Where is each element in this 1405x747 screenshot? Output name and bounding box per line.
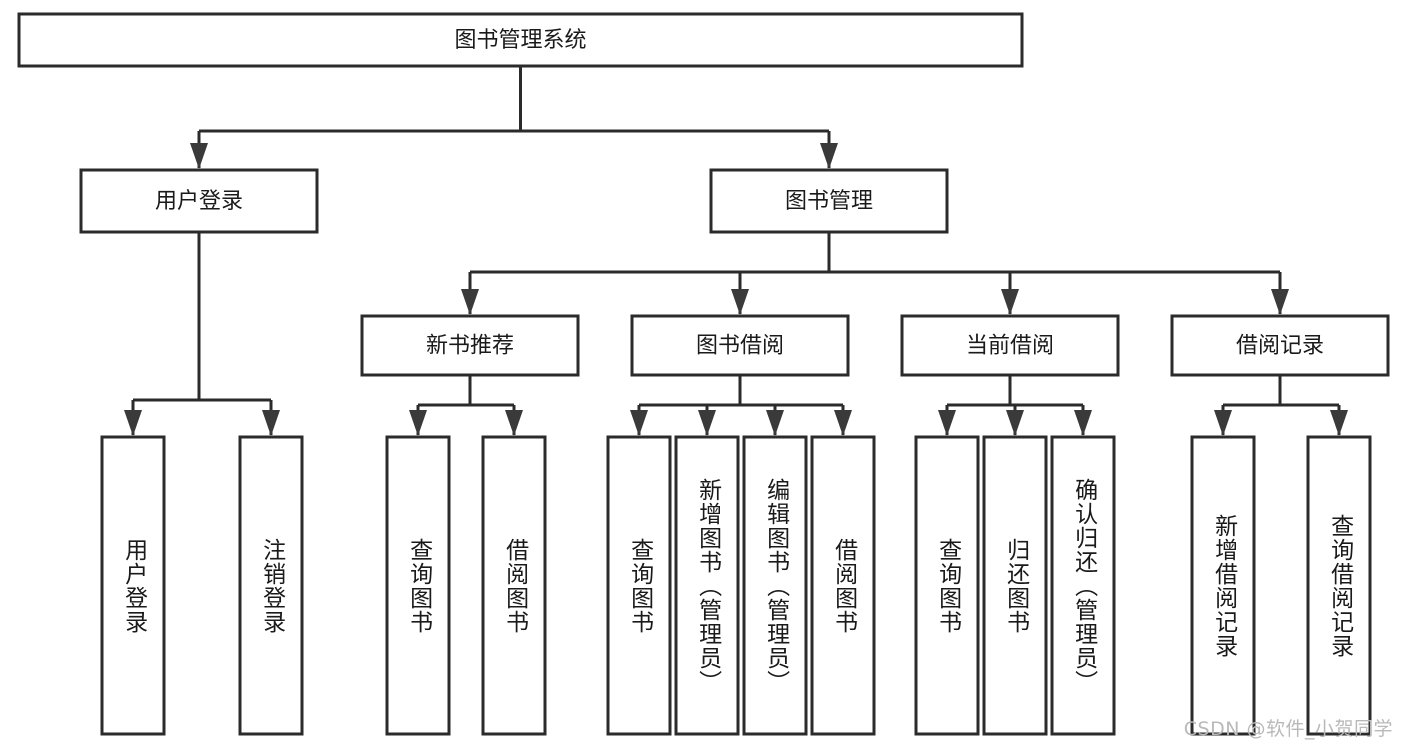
arrow-head-icon — [461, 289, 479, 315]
node-box-leaf-confirm-return[interactable] — [1050, 435, 1116, 736]
node-leaf-user-login[interactable] — [100, 435, 166, 736]
node-box-current-borrow[interactable] — [900, 314, 1120, 377]
arrow-head-icon — [1214, 410, 1232, 436]
arrow-head-icon — [834, 410, 852, 436]
node-book-manage[interactable]: 图书管理 — [709, 168, 949, 234]
node-new-book-recommend[interactable]: 新书推荐 — [360, 314, 580, 377]
arrow-head-icon — [1330, 410, 1348, 436]
arrow-head-icon — [1001, 289, 1019, 315]
arrow-head-icon — [820, 143, 838, 169]
node-leaf-query-book-2[interactable] — [606, 435, 672, 736]
node-box-leaf-logout[interactable] — [238, 435, 304, 736]
node-box-root[interactable] — [17, 12, 1024, 68]
node-label-root: 图书管理系统 — [454, 28, 586, 53]
arrow-head-icon — [1074, 410, 1092, 436]
node-leaf-add-book[interactable] — [674, 435, 740, 736]
node-label-book-borrow: 图书借阅 — [696, 334, 784, 359]
arrow-head-icon — [505, 410, 523, 436]
node-leaf-borrow-book-1[interactable] — [481, 435, 547, 736]
node-box-borrow-records[interactable] — [1170, 314, 1390, 377]
node-box-leaf-query-book-2[interactable] — [606, 435, 672, 736]
node-box-book-manage[interactable] — [709, 168, 949, 234]
node-label-current-borrow: 当前借阅 — [966, 334, 1054, 359]
arrow-head-icon — [938, 410, 956, 436]
node-leaf-borrow-book-2[interactable] — [810, 435, 876, 736]
watermark-text: CSDN @软件_小贺同学 — [1183, 718, 1393, 740]
arrow-head-icon — [731, 289, 749, 315]
node-box-leaf-query-record[interactable] — [1306, 435, 1372, 736]
node-leaf-query-book-3[interactable] — [914, 435, 980, 736]
node-leaf-edit-book[interactable] — [742, 435, 808, 736]
node-box-leaf-return-book[interactable] — [982, 435, 1048, 736]
node-box-leaf-query-book-1[interactable] — [385, 435, 451, 736]
node-leaf-add-record[interactable] — [1190, 435, 1256, 736]
node-leaf-query-book-1[interactable] — [385, 435, 451, 736]
node-box-leaf-edit-book[interactable] — [742, 435, 808, 736]
arrow-head-icon — [409, 410, 427, 436]
node-leaf-return-book[interactable] — [982, 435, 1048, 736]
node-label-user-login: 用户登录 — [155, 189, 243, 214]
node-box-leaf-borrow-book-1[interactable] — [481, 435, 547, 736]
arrow-head-icon — [262, 410, 280, 436]
node-leaf-logout[interactable] — [238, 435, 304, 736]
node-label-book-manage: 图书管理 — [785, 189, 873, 214]
node-box-leaf-add-book[interactable] — [674, 435, 740, 736]
arrow-head-icon — [124, 410, 142, 436]
arrow-head-icon — [698, 410, 716, 436]
arrow-head-icon — [766, 410, 784, 436]
node-box-leaf-user-login[interactable] — [100, 435, 166, 736]
node-book-borrow[interactable]: 图书借阅 — [630, 314, 850, 377]
connectors-layer — [124, 66, 1348, 436]
arrow-head-icon — [190, 143, 208, 169]
arrow-head-icon — [1006, 410, 1024, 436]
node-box-leaf-query-book-3[interactable] — [914, 435, 980, 736]
node-box-book-borrow[interactable] — [630, 314, 850, 377]
arrow-head-icon — [1271, 289, 1289, 315]
node-label-new-book-recommend: 新书推荐 — [426, 334, 514, 359]
node-user-login[interactable]: 用户登录 — [79, 168, 319, 234]
node-leaf-query-record[interactable] — [1306, 435, 1372, 736]
arrow-head-icon — [630, 410, 648, 436]
node-box-new-book-recommend[interactable] — [360, 314, 580, 377]
node-borrow-records[interactable]: 借阅记录 — [1170, 314, 1390, 377]
node-leaf-confirm-return[interactable] — [1050, 435, 1116, 736]
node-box-leaf-add-record[interactable] — [1190, 435, 1256, 736]
node-box-leaf-borrow-book-2[interactable] — [810, 435, 876, 736]
node-box-user-login[interactable] — [79, 168, 319, 234]
node-current-borrow[interactable]: 当前借阅 — [900, 314, 1120, 377]
node-root[interactable]: 图书管理系统 — [17, 12, 1024, 68]
node-label-borrow-records: 借阅记录 — [1236, 334, 1324, 359]
